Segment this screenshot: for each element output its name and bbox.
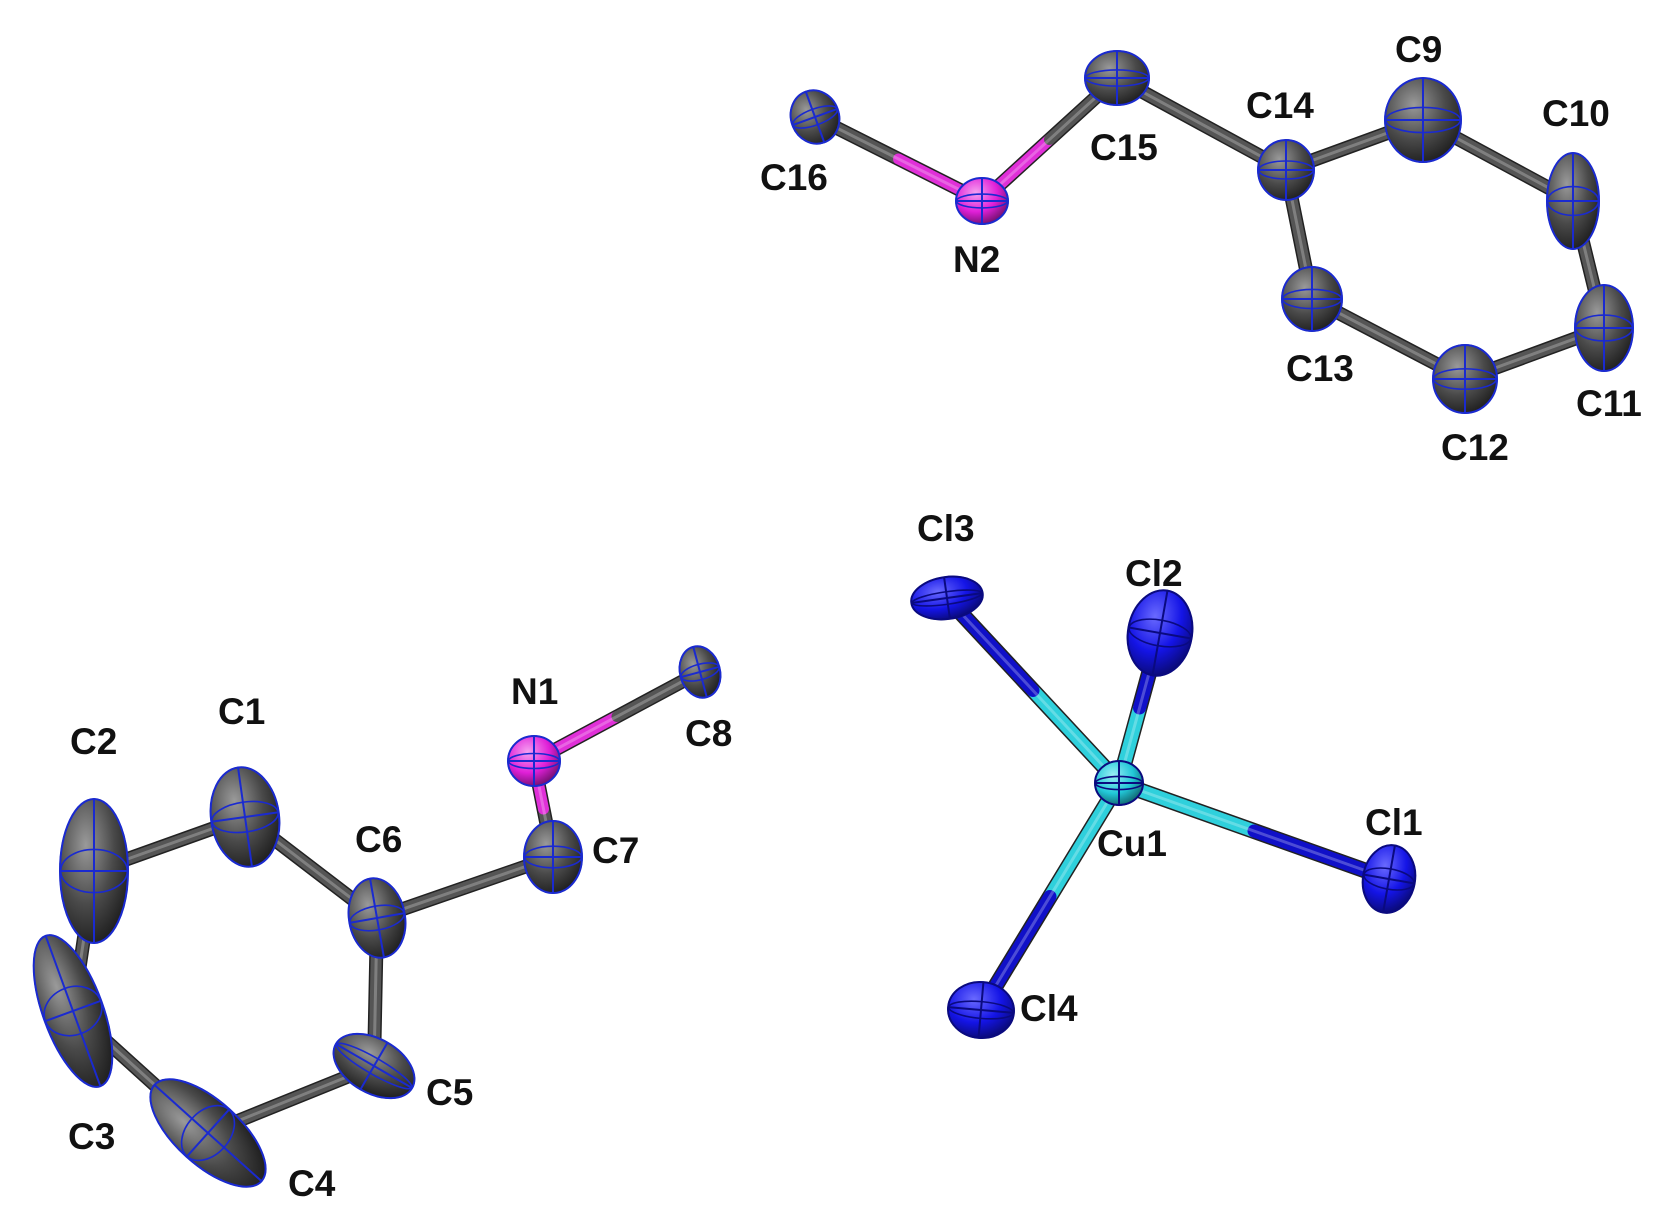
bond-cu1-cl4 [973, 775, 1127, 1018]
ellipsoid-outline [955, 177, 1009, 225]
atom-label-c9: C9 [1395, 29, 1442, 70]
ellipsoid-axis [369, 878, 385, 958]
atom-cl2 [1126, 589, 1194, 677]
ellipsoid-outline [1546, 152, 1600, 250]
atom-cl3 [910, 575, 984, 621]
atom-label-c8: C8 [685, 713, 732, 754]
atom-cl1 [1361, 844, 1417, 914]
atom-label-c3: C3 [68, 1116, 115, 1157]
ellipsoid-axis [44, 935, 102, 1087]
ellipsoid-axis [237, 767, 253, 867]
atom-label-c14: C14 [1246, 85, 1314, 126]
atom-c1 [209, 766, 281, 868]
atom-label-n1: N1 [511, 671, 558, 712]
ellipsoid-outline [789, 89, 841, 145]
atom-cl4 [947, 980, 1015, 1040]
atom-c4 [149, 1078, 267, 1188]
atom-c16 [789, 89, 841, 145]
ellipsoid-outline [149, 1078, 267, 1188]
ellipsoid-axis [804, 91, 826, 143]
ellipsoid-outline [1126, 589, 1194, 677]
atom-c14 [1257, 139, 1315, 201]
atom-c7 [523, 820, 583, 894]
bond-c16-n2 [808, 110, 989, 208]
ellipsoid-outline [32, 934, 114, 1088]
atom-label-c11: C11 [1576, 383, 1642, 424]
ellipsoid-outline [1432, 344, 1498, 414]
bond-n1-c8 [527, 665, 707, 768]
bond-highlight [979, 781, 1121, 1012]
atom-label-c1: C1 [218, 691, 265, 732]
atom-label-cl2: Cl2 [1125, 553, 1183, 594]
atom-label-c16: C16 [760, 157, 828, 198]
atom-cu1 [1094, 760, 1144, 806]
bond-highlight [1115, 76, 1288, 172]
ellipsoid-outline [910, 575, 984, 621]
ellipsoid-outline [1384, 77, 1462, 163]
ellipsoid-outline [1281, 266, 1343, 332]
atom-c11 [1574, 284, 1634, 372]
atom-label-c13: C13 [1286, 348, 1354, 389]
atom-label-cl3: Cl3 [917, 508, 975, 549]
bond-highlight [532, 670, 702, 763]
atom-label-c6: C6 [355, 819, 402, 860]
bond-cu1-cl3 [939, 590, 1127, 791]
ellipsoid-axis [153, 1084, 263, 1182]
atom-c15 [1084, 50, 1150, 106]
atom-label-n2: N2 [953, 239, 1000, 280]
atom-c8 [678, 645, 722, 699]
atom-label-c2: C2 [70, 721, 117, 762]
atom-label-cu1: Cu1 [1097, 823, 1167, 864]
ellipsoid-outline [1257, 139, 1315, 201]
bond-highlight [980, 76, 1119, 203]
atom-label-cl4: Cl4 [1020, 988, 1078, 1029]
atom-label-cl1: Cl1 [1365, 802, 1423, 843]
atom-c3 [32, 934, 114, 1088]
atoms-layer [32, 50, 1634, 1188]
bond-highlight [945, 596, 1121, 785]
atom-c6 [347, 877, 407, 959]
atom-label-c5: C5 [426, 1072, 473, 1113]
atom-c9 [1384, 77, 1462, 163]
atom-label-c12: C12 [1441, 427, 1509, 468]
ellipsoid-outline [523, 820, 583, 894]
ellipsoid-outline [947, 980, 1015, 1040]
atom-label-c10: C10 [1542, 93, 1610, 134]
atom-c12 [1432, 344, 1498, 414]
ellipsoid-axis [359, 1042, 389, 1090]
ellipsoid-outline [1094, 760, 1144, 806]
ellipsoid-outline [678, 645, 722, 699]
ellipsoid-outline [209, 766, 281, 868]
atom-c13 [1281, 266, 1343, 332]
bond-highlight [813, 115, 984, 203]
ellipsoid-axis [1151, 590, 1169, 676]
ellipsoid-outline [507, 735, 561, 787]
bonds-layer [66, 71, 1611, 1140]
atom-label-c15: C15 [1090, 127, 1158, 168]
atom-label-c4: C4 [288, 1163, 336, 1204]
ellipsoid-outline [1574, 284, 1634, 372]
atom-n2 [955, 177, 1009, 225]
ellipsoid-outline [332, 1032, 416, 1100]
ellipsoid-outline [59, 798, 129, 944]
bond-highlight [375, 855, 555, 920]
atom-c2 [59, 798, 129, 944]
ellipsoid-axis [1382, 845, 1396, 913]
ellipsoid-axis [692, 646, 708, 698]
ellipsoid-outline [1361, 844, 1417, 914]
ellipsoid-outline [347, 877, 407, 959]
ellipsoid-axis [943, 577, 951, 619]
bond-highlight [1117, 781, 1391, 881]
atom-label-c7: C7 [592, 830, 639, 871]
ellipsoid-outline [1084, 50, 1150, 106]
atom-c10 [1546, 152, 1600, 250]
atom-c5 [332, 1032, 416, 1100]
ellipsoid-axis [977, 982, 985, 1038]
atom-n1 [507, 735, 561, 787]
